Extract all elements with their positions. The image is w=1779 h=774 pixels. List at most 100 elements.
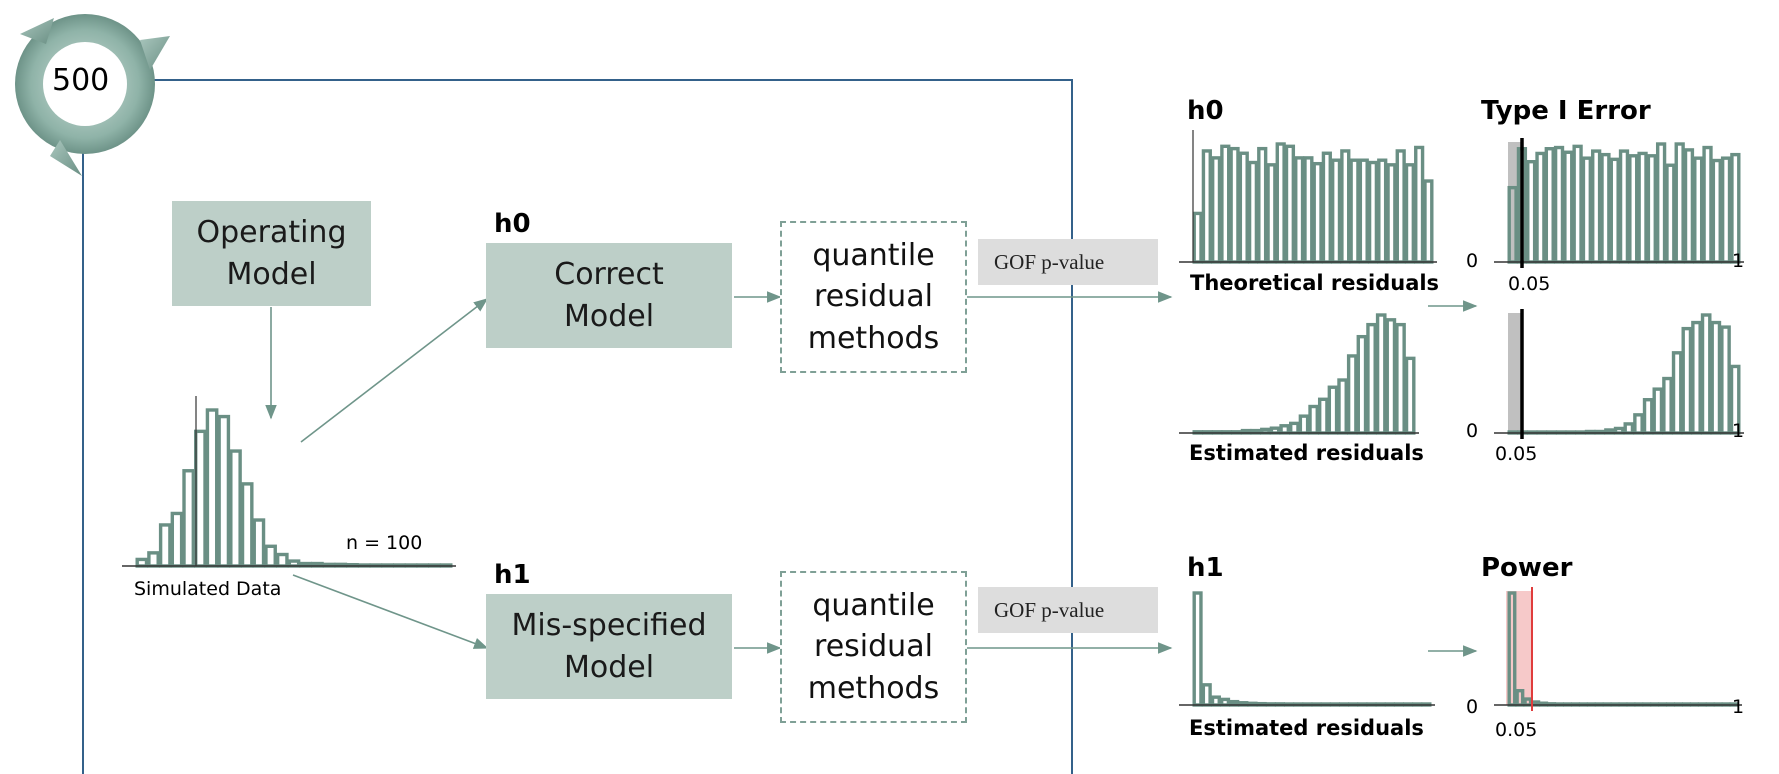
misspecified-model-line1: Mis-specified [511,608,707,644]
h0-estimated-bar [1298,414,1310,435]
type1-bar [1618,149,1630,264]
h0-methods-line1: quantile [812,237,935,273]
h0-theoretical-bar [1210,156,1222,264]
type1-bar [1609,157,1620,264]
type2-bar [1671,351,1683,435]
h0-estimated-bar [1327,385,1339,435]
type1-axis-zero: 0 [1466,250,1479,272]
operating-model-line1: Operating [196,215,347,251]
theoretical-residuals-caption: Theoretical residuals [1190,271,1440,295]
type1-alpha-label: 0.05 [1508,273,1551,295]
type1-bar [1600,152,1611,264]
type2-bar [1662,376,1673,435]
cycle-icon [15,14,170,176]
correct-model-line2: Model [563,298,655,334]
type2-alpha-band [1508,313,1522,433]
simulated-data-caption: Simulated Data [134,578,282,600]
flow-arrows [265,291,1478,657]
type2-bar [1642,398,1654,435]
h0-estimated-bar [1404,356,1416,435]
h0-theoretical-bar [1275,142,1286,264]
simulated-bar [158,523,172,568]
type2-bar [1700,313,1712,435]
h1-estimated-bar [1192,591,1203,707]
h0-theoretical-bar [1340,149,1351,264]
estimated-residuals-caption-h0: Estimated residuals [1189,441,1424,465]
misspecified-model-box: Mis-specified Model [486,594,732,699]
h1-label: h1 [494,560,531,590]
type1-bar [1646,154,1657,264]
h0-theoretical-bar [1395,149,1406,264]
h0-theoretical-bar [1303,156,1314,264]
arrow-data-to-h1 [292,574,489,649]
type1-bar [1591,149,1602,264]
type2-bar [1681,326,1693,435]
arrow-data-to-h0 [300,298,489,443]
type1-bar [1637,151,1648,264]
h1-estimated-bar [1210,695,1221,707]
type2-axis-zero: 0 [1466,420,1479,442]
h1-estimated-bar [1201,683,1212,707]
type1-bar [1720,156,1732,264]
operating-model-box: Operating Model [172,201,371,306]
h0-methods-line2: residual [814,279,933,315]
histogram-h0-theoretical [1179,130,1437,264]
histogram-power [1494,587,1742,711]
type1-axis-one: 1 [1732,250,1745,272]
type1-bar [1628,154,1639,264]
h0-theoretical-bar [1229,146,1240,264]
h0-estimated-bar [1395,322,1406,435]
results-h1-label: h1 [1187,553,1224,583]
power-alpha-label: 0.05 [1495,719,1538,741]
simulated-bar [275,552,289,568]
correct-model-box: Correct Model [486,243,732,348]
h0-theoretical-bar [1330,158,1342,264]
h0-estimated-bar [1366,322,1377,435]
type1-bar [1655,142,1667,264]
power-axis-one: 1 [1732,696,1745,718]
type2-bar [1720,325,1731,435]
h0-estimated-bar [1356,334,1368,435]
histogram-h0-estimated [1179,313,1419,435]
h0-estimated-bar [1375,313,1387,435]
h0-theoretical-bar [1266,163,1277,264]
type1-bar [1526,159,1537,264]
type2-bar [1652,387,1664,435]
h0-theoretical-bar [1312,161,1323,264]
cycle-count: 500 [52,63,110,98]
h0-theoretical-bar [1414,145,1425,264]
h0-estimated-bar [1308,404,1319,435]
h0-estimated-bar [1346,354,1358,435]
h0-estimated-bar [1289,421,1300,435]
histogram-simulated [122,396,456,568]
h0-theoretical-bar [1377,158,1388,264]
h1-methods-line1: quantile [812,587,935,623]
simulated-bar [147,551,160,568]
h0-theoretical-bar [1386,163,1397,264]
histograms [122,130,1744,711]
h0-theoretical-bar [1423,179,1434,264]
h0-theoretical-bar [1404,163,1416,264]
type1-bar [1711,158,1722,264]
histogram-h1-estimated [1179,591,1435,707]
h1-methods-line3: methods [807,670,940,706]
h0-theoretical-bar [1220,144,1231,264]
simulated-bar [135,557,149,568]
h0-label: h0 [494,209,531,239]
h1-gof-pvalue: GOF p-value [978,587,1158,633]
type1-bar [1563,150,1574,264]
h0-gof-pvalue: GOF p-value [978,239,1158,285]
simulated-bar [217,414,231,568]
type1-bar [1730,152,1741,264]
h1-quantile-methods-box: quantile residual methods [780,571,967,723]
h0-methods-line3: methods [807,320,940,356]
h0-estimated-bar [1385,318,1397,435]
operating-model-line2: Model [226,256,317,292]
h0-theoretical-bar [1238,151,1249,264]
h0-estimated-bar [1279,424,1291,435]
simulated-bar [264,544,277,568]
estimated-residuals-caption-h1: Estimated residuals [1189,716,1424,740]
h0-theoretical-bar [1284,144,1296,264]
